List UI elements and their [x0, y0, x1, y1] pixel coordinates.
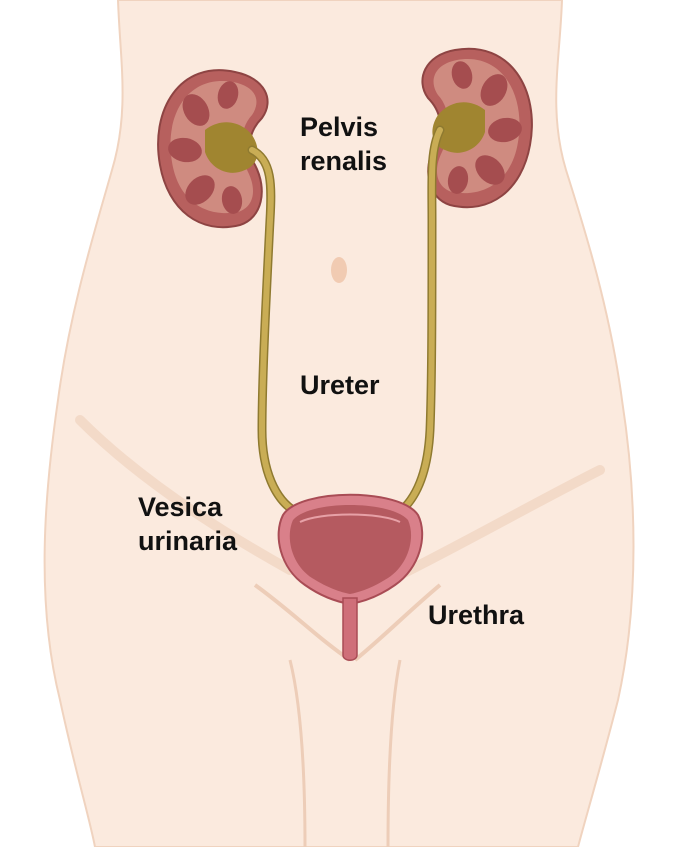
navel	[331, 257, 347, 283]
label-pelvis-renalis: Pelvis renalis	[300, 110, 387, 178]
label-pelvis-line2: renalis	[300, 144, 387, 178]
label-ureter: Ureter	[300, 368, 380, 402]
label-vesica-line1: Vesica	[138, 490, 237, 524]
urethra-tube	[343, 598, 357, 660]
label-vesica-urinaria: Vesica urinaria	[138, 490, 237, 558]
label-vesica-line2: urinaria	[138, 524, 237, 558]
label-urethra: Urethra	[428, 598, 524, 632]
label-pelvis-line1: Pelvis	[300, 110, 387, 144]
